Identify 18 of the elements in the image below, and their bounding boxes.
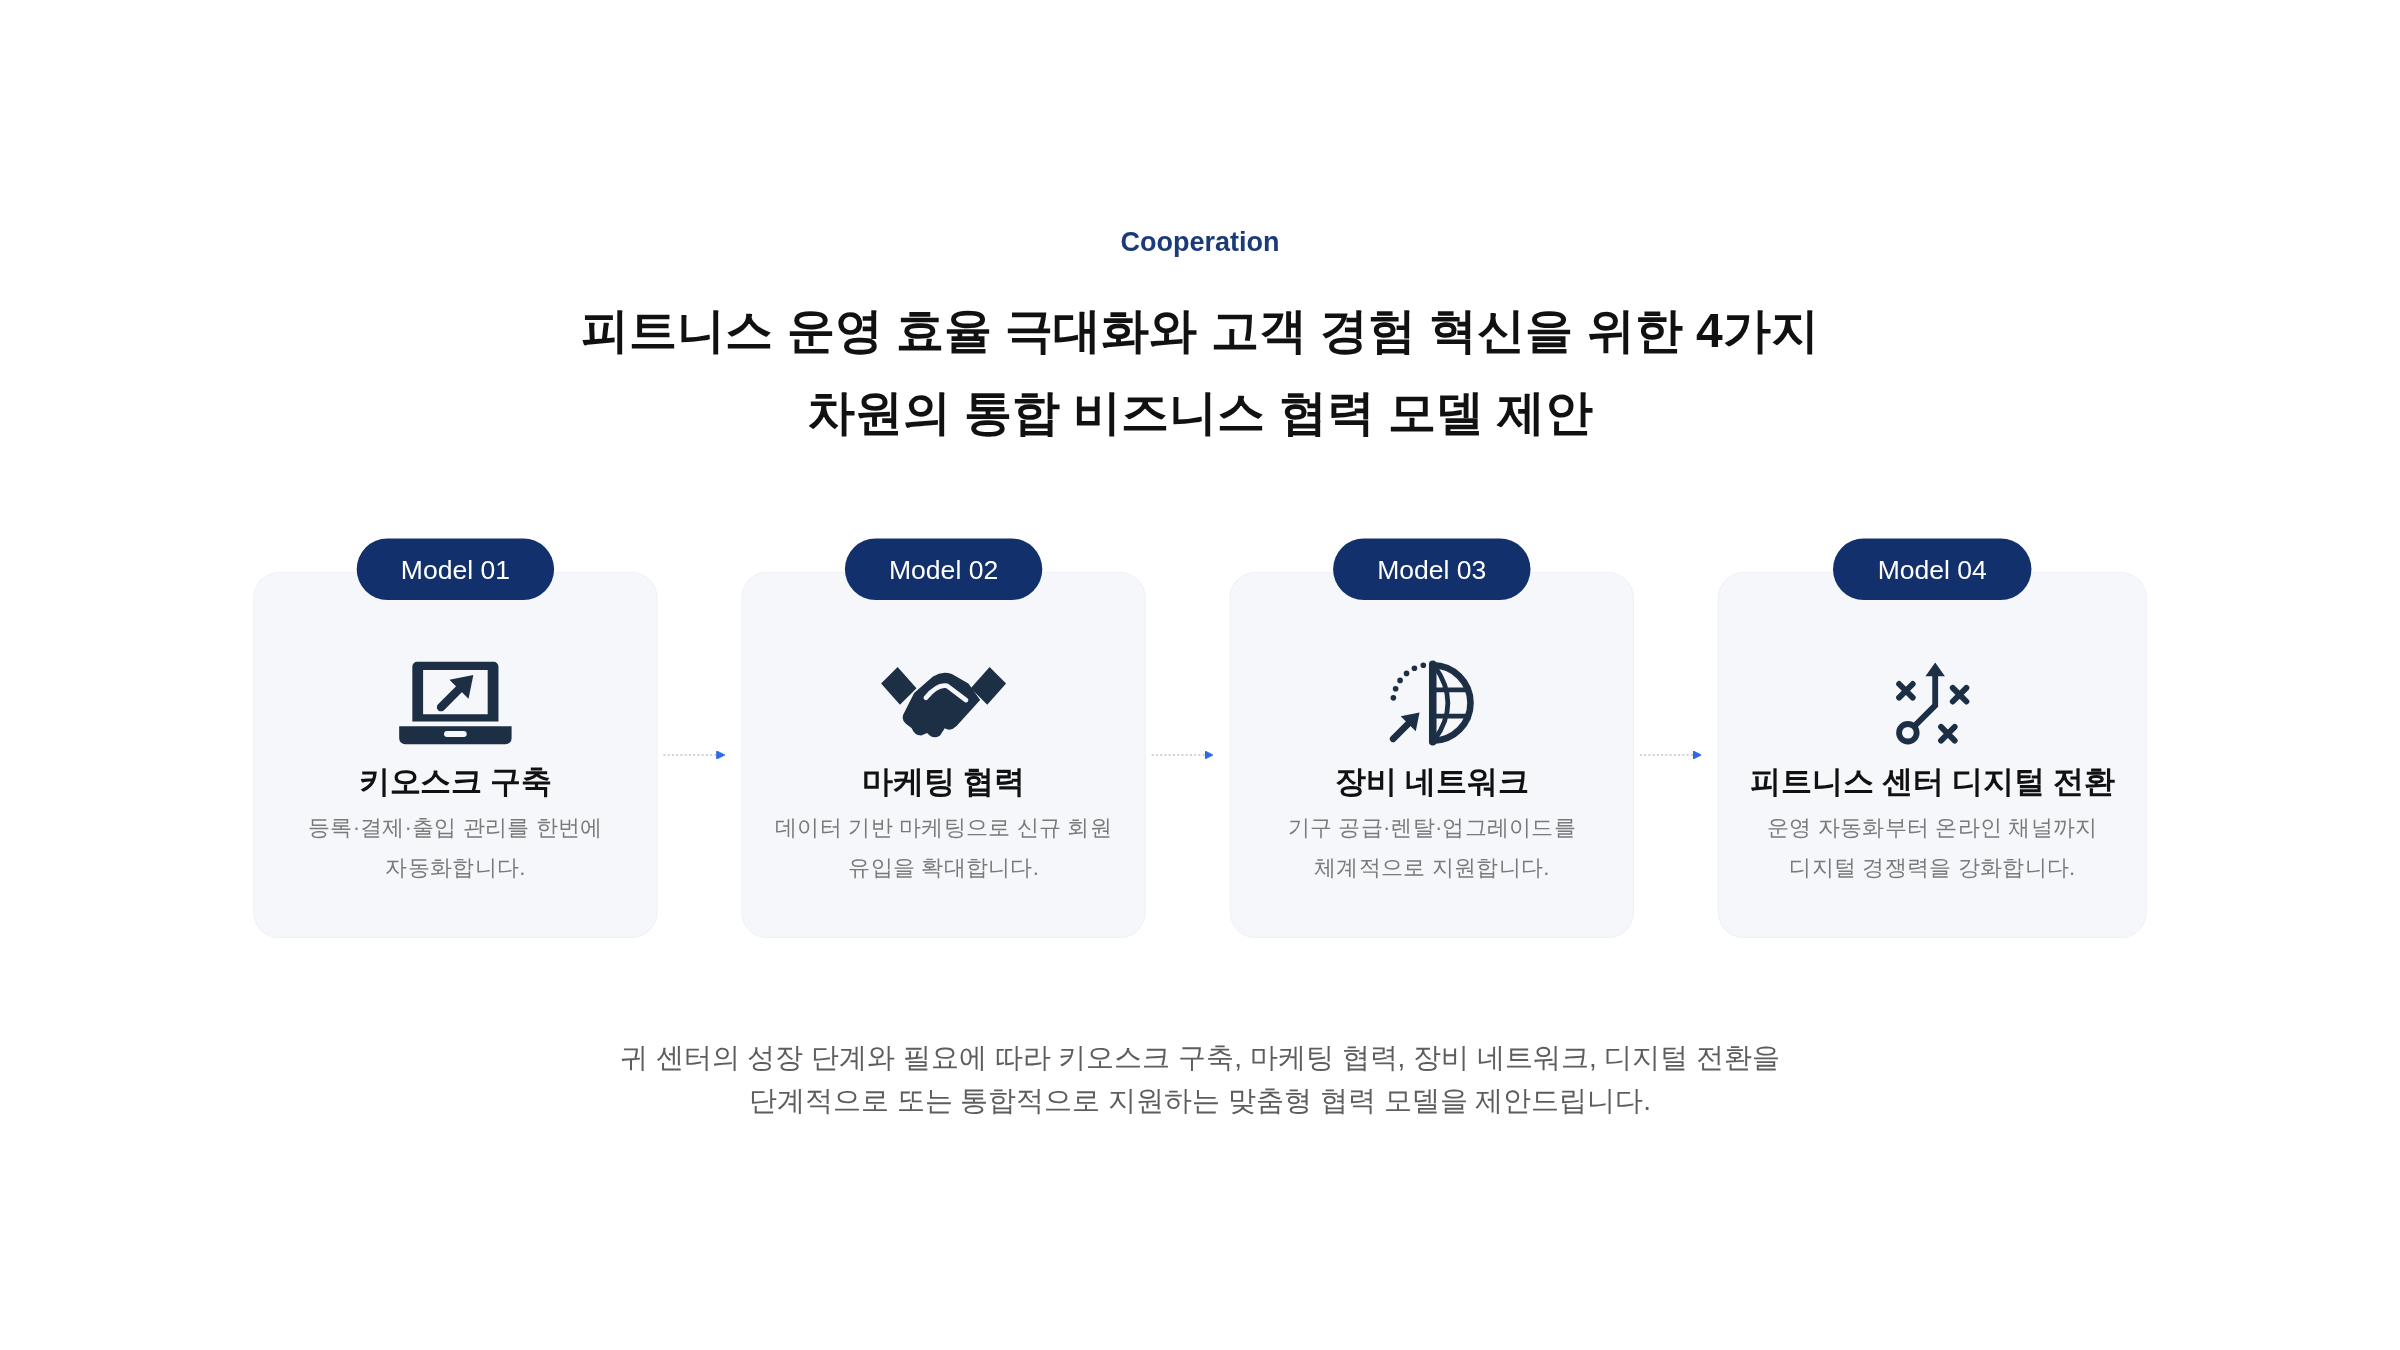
model-label: Model 03 [1332,538,1531,601]
model-label: Model 04 [1833,538,2032,601]
card-description: 기구 공급·렌탈·업그레이드를 체계적으로 지원합니다. [1286,813,1578,882]
card-title: 키오스크 구축 [358,763,552,801]
card-title: 피트니스 센터 디지털 전환 [1750,763,2115,801]
card-description: 등록·결제·출입 관리를 한번에 자동화합니다. [307,813,604,882]
model-label: Model 01 [356,538,555,601]
caption: 귀 센터의 성장 단계와 필요에 따라 키오스크 구축, 마케팅 협력, 장비 네트워크, 디지털 전환을 단계적으로 또는 통합적으로 지원하는 맞춤형 협력 모델을 제안드립니다. [618,1041,1782,1118]
card-title: 마케팅 협력 [862,763,1025,801]
card-description: 운영 자동화부터 온라인 채널까지 디지털 경쟁력을 강화합니다. [1766,813,2099,882]
dashed-arrow [662,750,726,760]
dashed-arrow [1151,750,1214,760]
model-label: Model 02 [844,538,1043,601]
dashed-arrow [1639,750,1702,760]
card-title: 장비 네트워크 [1335,763,1529,801]
section-label: Cooperation [1120,226,1280,259]
title: 피트니스 운영 효율 극대화와 고객 경험 혁신을 위한 4가지 차원의 통합 비즈니스 협력 모델 제안 [580,303,1820,441]
card-description: 데이터 기반 마케팅으로 신규 회원 유입을 확대합니다. [774,813,1113,882]
